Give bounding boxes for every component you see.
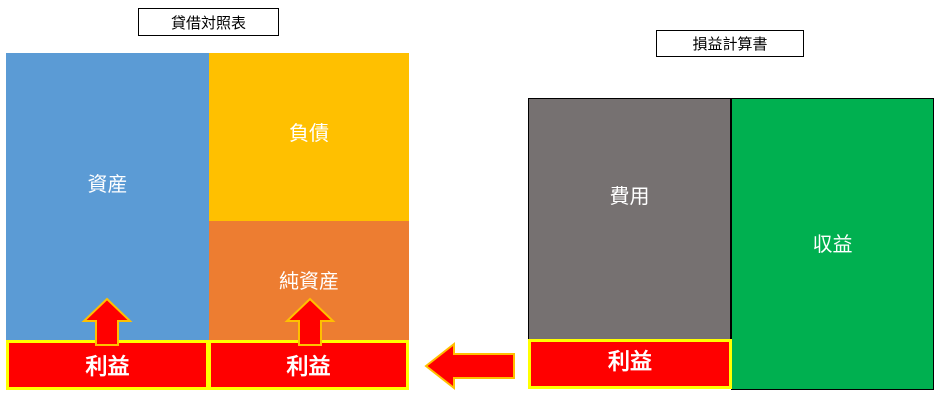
revenue-block: 収益 — [731, 98, 934, 390]
balance-sheet-title-text: 貸借対照表 — [170, 13, 246, 32]
expenses-block: 費用 — [528, 98, 731, 342]
profit-bar-left: 利益 — [6, 340, 209, 390]
income-profit-label: 利益 — [607, 350, 652, 375]
revenue-label: 収益 — [812, 231, 853, 256]
income-statement-title-text: 損益計算書 — [692, 35, 768, 53]
left-arrow-icon — [424, 341, 515, 391]
profit-bar-right: 利益 — [208, 340, 409, 390]
profit-bar-left-label: 利益 — [85, 355, 130, 380]
income-profit-bar: 利益 — [528, 339, 732, 389]
income-statement-title: 損益計算書 — [656, 30, 804, 57]
assets-label: 資産 — [87, 171, 128, 196]
up-arrow-icon — [284, 297, 336, 346]
liabilities-label: 負債 — [289, 120, 329, 145]
net-assets-label: 純資産 — [279, 268, 339, 293]
liabilities-block: 負債 — [209, 53, 409, 221]
profit-bar-right-label: 利益 — [286, 355, 331, 380]
up-arrow-icon — [81, 297, 133, 346]
expenses-label: 費用 — [609, 183, 650, 208]
balance-sheet-title: 貸借対照表 — [138, 8, 279, 36]
assets-block: 資産 — [6, 53, 209, 343]
